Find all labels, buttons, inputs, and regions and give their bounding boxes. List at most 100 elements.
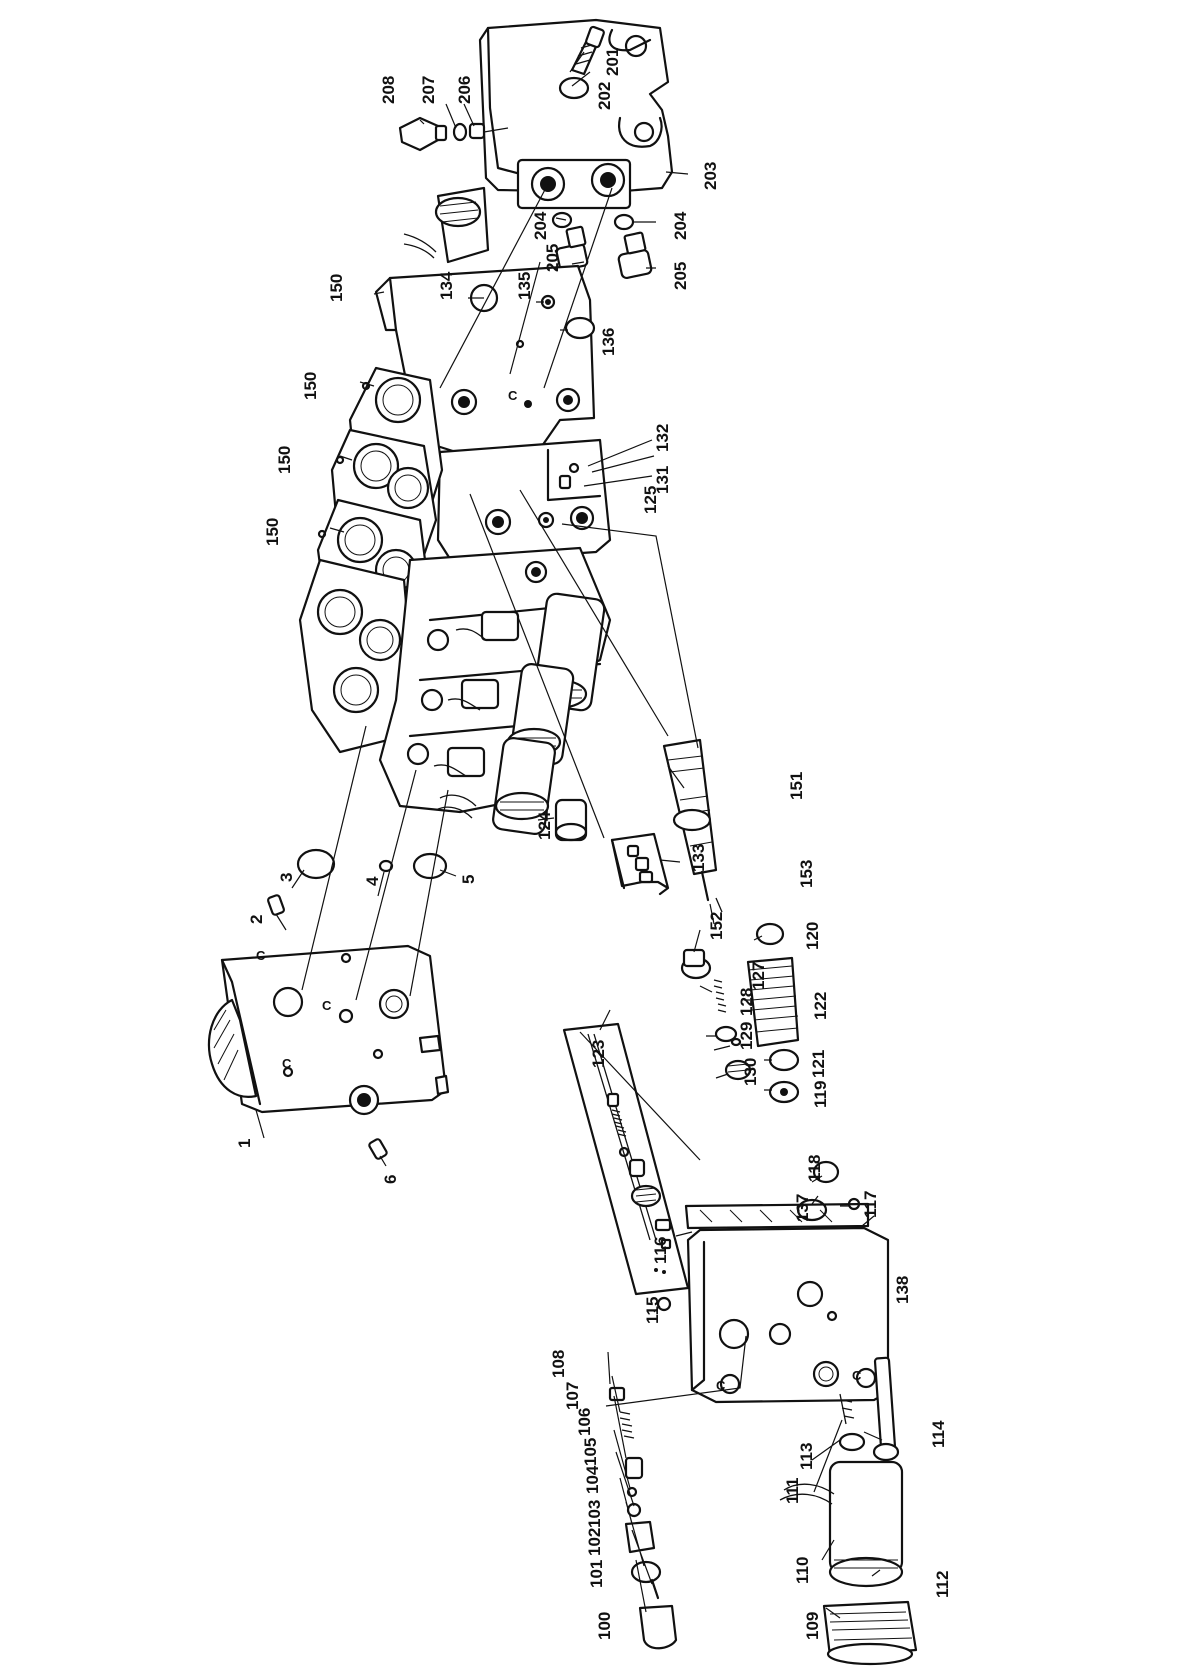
callout-102: 102 (585, 1528, 604, 1556)
callout-201: 201 (603, 48, 622, 76)
callout-204b: 204 (671, 211, 690, 240)
callout-205a: 205 (543, 244, 562, 272)
callout-123: 123 (589, 1040, 608, 1068)
callout-103: 103 (585, 1500, 604, 1528)
callout-135: 135 (515, 272, 534, 300)
callout-109: 109 (803, 1612, 822, 1640)
svg-text:C: C (282, 1056, 292, 1071)
callout-133: 133 (689, 844, 708, 872)
callout-6: 6 (381, 1175, 400, 1184)
callout-107: 107 (563, 1382, 582, 1410)
callout-120: 120 (803, 922, 822, 950)
callout-153: 153 (797, 860, 816, 888)
poppet-130 (724, 1059, 752, 1081)
inlet-cover-1: C C C (207, 944, 450, 1116)
callout-150d: 150 (263, 518, 282, 546)
callout-130: 130 (741, 1058, 760, 1086)
solenoid-operators (433, 592, 606, 835)
callout-113: 113 (797, 1443, 816, 1470)
callout-106: 106 (575, 1408, 594, 1436)
callout-128: 128 (737, 988, 756, 1016)
callout-152: 152 (707, 912, 726, 940)
pin-153 (715, 897, 723, 913)
callout-100: 100 (595, 1612, 614, 1640)
callout-116: 116 (651, 1237, 670, 1264)
gasket-116 (684, 1202, 870, 1230)
spool-151 (662, 738, 718, 902)
callout-112: 112 (933, 1571, 952, 1598)
callout-115: 115 (643, 1297, 662, 1324)
bolt-114 (872, 1356, 900, 1462)
callout-150b: 150 (301, 372, 320, 400)
ball-117 (847, 1197, 861, 1211)
callout-136: 136 (599, 328, 618, 356)
washer-207 (452, 122, 468, 142)
callout-138: 138 (893, 1276, 912, 1304)
o-ring-129 (730, 1037, 742, 1047)
callout-131: 131 (653, 466, 672, 494)
svg-text:C: C (852, 1368, 862, 1383)
callout-114: 114 (929, 1420, 948, 1448)
o-ring-204-right (613, 213, 635, 231)
callout-105: 105 (581, 1438, 600, 1466)
seat-152 (680, 948, 712, 980)
callout-111: 111 (783, 1478, 802, 1505)
assembly-guide-lines (301, 183, 747, 1407)
callout-2: 2 (247, 915, 266, 924)
kit-panel-133 (610, 832, 670, 896)
callout-205b: 205 (671, 262, 690, 290)
plug-208 (398, 116, 448, 152)
adapter-124 (554, 798, 588, 842)
washer-121 (768, 1048, 800, 1072)
svg-text:C: C (716, 1378, 726, 1393)
callout-202: 202 (595, 82, 614, 110)
callout-leaders (255, 51, 883, 1619)
insert-206 (468, 122, 486, 140)
callout-4: 4 (363, 876, 382, 886)
plug-205-right (617, 231, 653, 280)
callout-150a: 150 (327, 274, 346, 302)
callout-1: 1 (235, 1139, 254, 1148)
callout-132: 132 (653, 424, 672, 452)
svg-text:C: C (256, 948, 266, 963)
pin-6 (368, 1138, 388, 1160)
spring-127 (713, 979, 727, 1013)
seal-128 (714, 1025, 738, 1043)
kit-panel-123 (562, 1022, 690, 1296)
callout-150c: 150 (275, 446, 294, 474)
callout-labels: 201 202 203 204 204 205 205 206 207 208 … (235, 48, 952, 1640)
callout-208: 208 (379, 76, 398, 104)
o-ring-204-left (551, 211, 573, 229)
o-ring-5 (412, 852, 448, 880)
plug-205-left (555, 225, 589, 272)
callout-122: 122 (811, 992, 830, 1020)
callout-204a: 204 (531, 211, 550, 240)
callout-104: 104 (583, 1465, 602, 1494)
callout-203: 203 (701, 162, 720, 190)
solenoid-stack-109-113 (779, 1393, 918, 1666)
svg-text:C: C (508, 388, 518, 403)
o-ring-137 (796, 1198, 828, 1222)
callout-3: 3 (277, 873, 296, 882)
callout-125: 125 (641, 486, 660, 514)
end-cover-203 (478, 18, 674, 210)
callout-118: 118 (805, 1155, 824, 1182)
callout-108: 108 (549, 1350, 568, 1378)
washer-120 (755, 922, 785, 946)
callout-127: 127 (749, 962, 768, 990)
callout-117: 117 (861, 1191, 880, 1218)
callout-5: 5 (459, 875, 478, 884)
callout-124: 124 (535, 811, 554, 840)
body-138: C C (686, 1226, 890, 1404)
callout-134: 134 (437, 271, 456, 300)
o-ring-4 (378, 859, 394, 873)
callout-121: 121 (809, 1050, 828, 1078)
callout-119: 119 (811, 1081, 830, 1108)
ball-115 (656, 1296, 672, 1312)
callout-110: 110 (793, 1557, 812, 1584)
o-ring-3 (296, 848, 336, 880)
callout-101: 101 (587, 1560, 606, 1588)
callout-129: 129 (737, 1022, 756, 1050)
pin-2 (267, 894, 285, 916)
